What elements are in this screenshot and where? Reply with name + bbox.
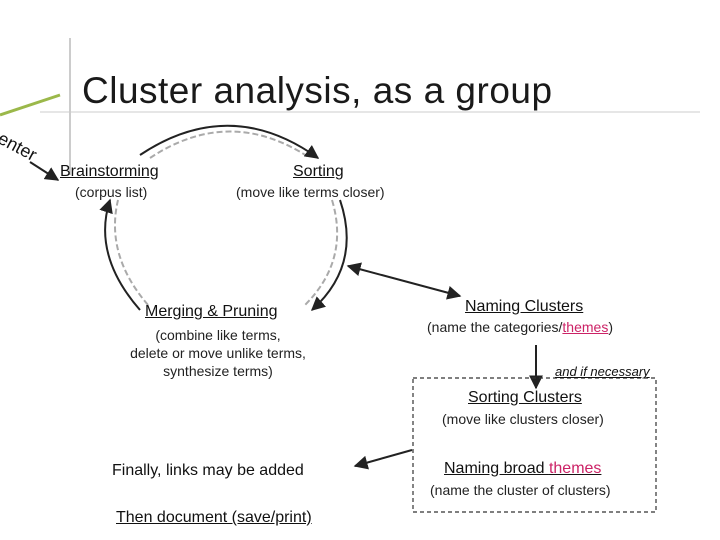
- merging-sub-line-1: (combine like terms,: [155, 327, 281, 343]
- merging-sub: (combine like terms, delete or move unli…: [108, 326, 328, 380]
- slide-title: Cluster analysis, as a group: [82, 70, 553, 111]
- naming-clusters-sub-suffix: ): [608, 319, 613, 335]
- optional-steps-dashed-box: [412, 377, 657, 513]
- merging-label: Merging & Pruning: [145, 303, 278, 320]
- arc-sorting-to-merging-dashed: [304, 199, 339, 306]
- enter-arrow: [29, 161, 60, 181]
- naming-clusters-sub-prefix: (name the categories/: [427, 319, 563, 335]
- arrow-to-finally: [353, 449, 413, 470]
- naming-clusters-sub-highlight: themes: [562, 319, 609, 335]
- arc-sorting-to-merging: [310, 199, 348, 311]
- document-label: Then document (save/print): [116, 509, 312, 526]
- naming-clusters-label: Naming Clusters: [465, 298, 584, 315]
- naming-broad-sub: (name the cluster of clusters): [430, 482, 611, 498]
- merging-sub-line-2: delete or move unlike terms,: [130, 345, 306, 361]
- double-arrow-to-naming-clusters: [346, 262, 462, 300]
- arc-merging-to-brainstorming: [99, 198, 141, 311]
- naming-clusters-sub: (name the categories/themes): [427, 319, 613, 335]
- naming-broad-highlight: themes: [548, 460, 602, 477]
- if-necessary-label: and if necessary: [555, 364, 650, 379]
- arc-merging-to-brainstorming-dashed: [114, 199, 149, 306]
- brainstorming-sub: (corpus list): [75, 184, 148, 200]
- arc-brainstorming-to-sorting-dashed: [149, 130, 311, 159]
- naming-broad-label: Naming broad themes: [444, 460, 601, 478]
- naming-broad-prefix: Naming broad: [444, 460, 549, 477]
- sorting-clusters-label: Sorting Clusters: [468, 389, 582, 406]
- sorting-label: Sorting: [293, 163, 344, 180]
- sorting-sub: (move like terms closer): [236, 184, 385, 200]
- brainstorming-label: Brainstorming: [60, 163, 159, 180]
- merging-sub-line-3: synthesize terms): [163, 363, 273, 379]
- enter-accent-line: [0, 93, 61, 117]
- sorting-clusters-sub: (move like clusters closer): [442, 411, 604, 427]
- arc-brainstorming-to-sorting: [139, 124, 320, 159]
- finally-label: Finally, links may be added: [112, 462, 304, 479]
